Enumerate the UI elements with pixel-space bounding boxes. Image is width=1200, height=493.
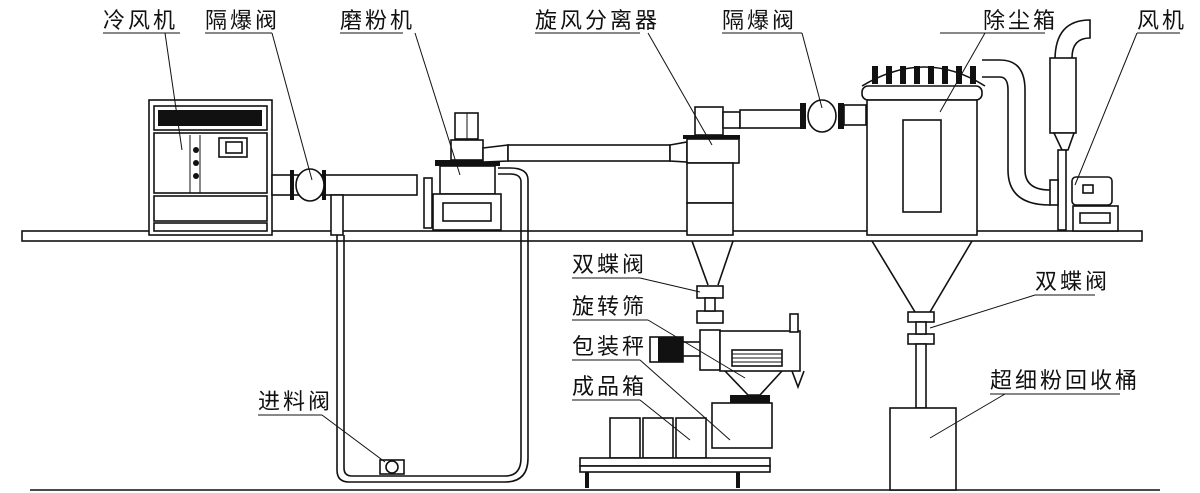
duct-collector-fan	[982, 59, 1051, 206]
explosion-valve-right	[800, 99, 867, 133]
feed-pipe-loop	[336, 167, 529, 483]
fan-unit	[1049, 19, 1119, 232]
rotary-sieve	[649, 313, 805, 396]
product-boxes	[579, 417, 771, 488]
platform-floor	[21, 230, 1143, 242]
label-double-butterfly-valve-left: 双蝶阀	[572, 253, 647, 278]
label-packing-scale: 包装秤	[572, 335, 647, 360]
label-explosion-valve-right: 隔爆阀	[722, 9, 797, 34]
label-grinder: 磨粉机	[340, 9, 415, 34]
duct-grinder-cyclone	[482, 141, 688, 163]
packing-scale	[711, 395, 773, 449]
label-rotary-sieve: 旋转筛	[572, 295, 647, 320]
cyclone-separator	[683, 106, 803, 286]
grinder-unit	[423, 112, 502, 231]
air-pipe-cooler-grinder	[271, 168, 418, 236]
label-product-box: 成品箱	[572, 375, 647, 400]
label-double-butterfly-valve-right: 双蝶阀	[1035, 270, 1110, 295]
leader-lines	[103, 32, 1180, 463]
dust-collector	[861, 66, 986, 313]
ultrafine-bin	[889, 407, 957, 491]
double-butterfly-valve-left	[696, 285, 724, 324]
label-fan: 风机	[1137, 9, 1187, 34]
double-butterfly-valve-right	[907, 311, 935, 409]
label-ultrafine-bin: 超细粉回收桶	[990, 369, 1140, 394]
label-cooler: 冷风机	[103, 9, 178, 34]
label-dust-collector: 除尘箱	[983, 9, 1058, 34]
cooler-unit	[148, 99, 273, 236]
label-explosion-valve-left: 隔爆阀	[205, 9, 280, 34]
label-cyclone: 旋风分离器	[535, 9, 660, 34]
label-feed-valve: 进料阀	[258, 390, 333, 415]
